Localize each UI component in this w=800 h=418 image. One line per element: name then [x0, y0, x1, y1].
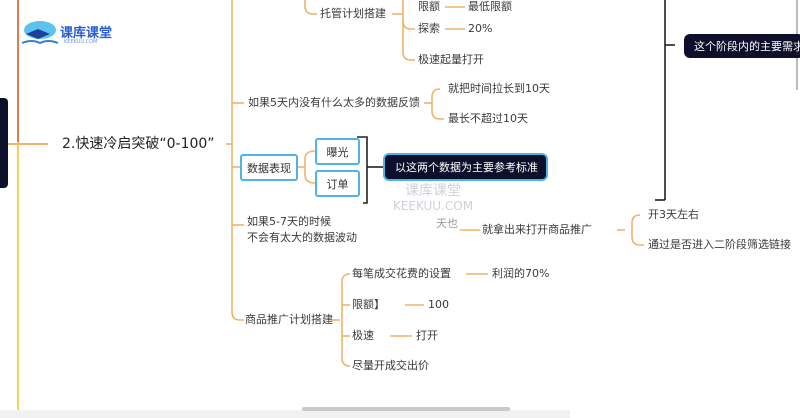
- watermark-line1: 课库课堂: [405, 183, 461, 199]
- node-exposure[interactable]: 曝光: [315, 138, 360, 165]
- node-fast-value[interactable]: 打开: [416, 329, 438, 342]
- root-node[interactable]: 2.快速冷启突破“0-100”: [62, 136, 215, 152]
- bottom-strip: [0, 410, 570, 418]
- logo-domain: KEEKUU.COM: [64, 39, 98, 45]
- node-stage2-filter[interactable]: 通过是否进入二阶段筛选链接: [648, 238, 791, 251]
- node-five-seven-line1[interactable]: 如果5-7天的时候: [247, 215, 331, 228]
- logo-cloud-cap-icon: [21, 21, 59, 45]
- node-deal-bid[interactable]: 尽量开成交出价: [352, 359, 429, 372]
- node-cost-per-deal[interactable]: 每笔成交花费的设置: [352, 267, 451, 280]
- node-max-10-days[interactable]: 最长不超过10天: [448, 112, 528, 125]
- node-hosting-plan[interactable]: 托管计划搭建: [320, 7, 386, 20]
- horizontal-scrollbar[interactable]: [302, 407, 510, 411]
- node-limit-value[interactable]: 100: [428, 298, 449, 311]
- node-open-product-promo[interactable]: 就拿出来打开商品推广: [482, 223, 592, 236]
- node-limit[interactable]: 限额】: [352, 298, 385, 311]
- left-panel-tab[interactable]: [0, 98, 8, 188]
- node-data-performance[interactable]: 数据表现: [240, 154, 298, 181]
- top-partial-limit[interactable]: 限额: [418, 0, 440, 13]
- watermark-line2: KEEKUU.COM: [392, 199, 474, 213]
- node-reference-note[interactable]: 以这两个数据为主要参考标准: [383, 153, 548, 181]
- node-orders[interactable]: 订单: [315, 170, 360, 197]
- node-extend-10-days[interactable]: 就把时间拉长到10天: [448, 82, 550, 95]
- logo-name: 课库课堂: [60, 26, 113, 41]
- node-fast[interactable]: 极速: [352, 329, 374, 342]
- node-five-seven-tail: 天也: [436, 217, 458, 230]
- node-cost-value[interactable]: 利润的70%: [492, 267, 550, 280]
- node-five-days[interactable]: 如果5天内没有什么太多的数据反馈: [248, 96, 420, 109]
- node-explore[interactable]: 探索: [418, 22, 440, 35]
- node-fast-start[interactable]: 极速起量打开: [418, 53, 484, 66]
- top-partial-min-limit[interactable]: 最低限额: [468, 0, 512, 13]
- node-explore-value[interactable]: 20%: [468, 22, 493, 35]
- node-five-seven-line2[interactable]: 不会有太大的数据波动: [247, 231, 357, 244]
- node-stage-need[interactable]: 这个阶段内的主要需求: [684, 34, 800, 58]
- logo: 课库课堂 KEEKUU.COM: [20, 18, 120, 48]
- node-open-3-days[interactable]: 开3天左右: [648, 208, 699, 221]
- node-product-plan[interactable]: 商品推广计划搭建: [245, 313, 333, 326]
- watermark: 课库课堂 KEEKUU.COM: [378, 184, 488, 214]
